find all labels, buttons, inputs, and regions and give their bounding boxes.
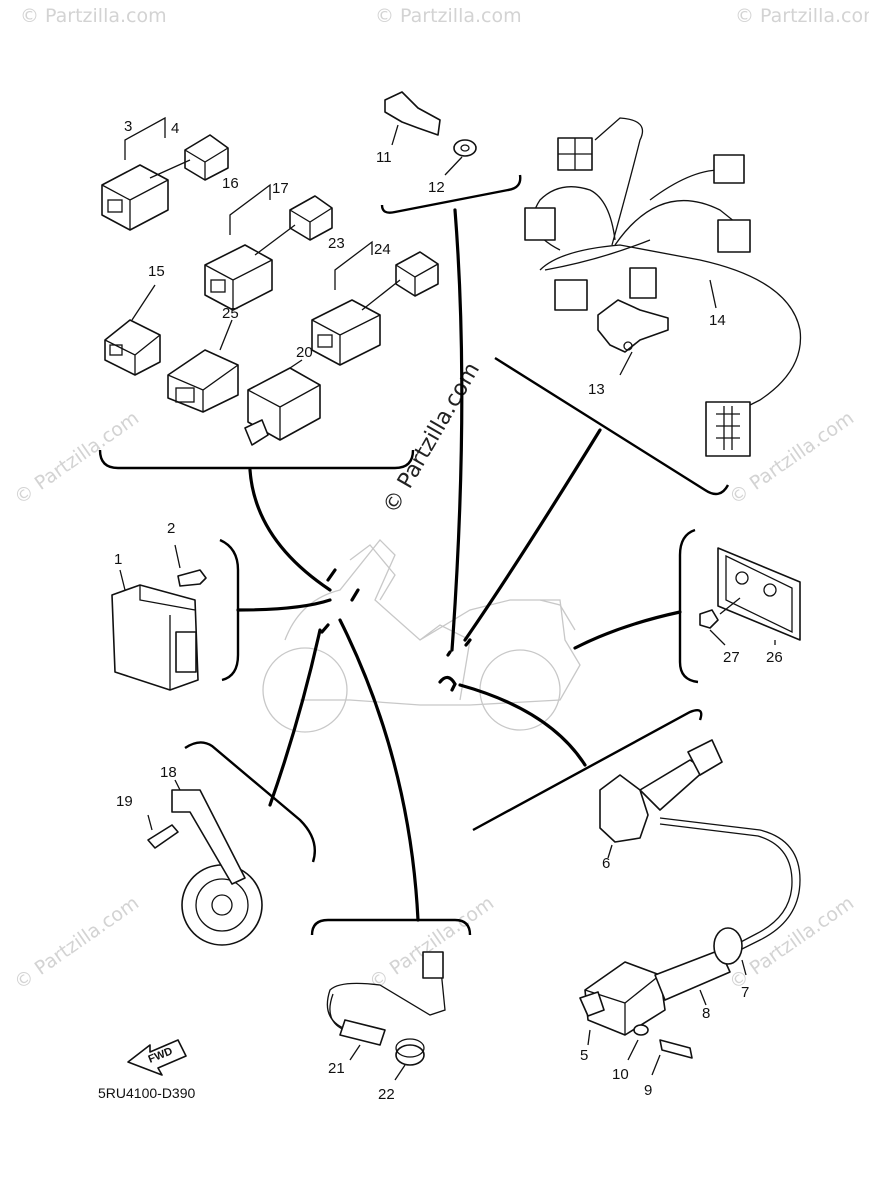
- harness-connector-c: [524, 207, 556, 241]
- bolt-19: [147, 824, 179, 849]
- callout-9: 9: [644, 1082, 652, 1099]
- connector-17: [289, 195, 333, 241]
- wire-harness-group: [494, 117, 802, 496]
- callout-27: 27: [723, 649, 740, 666]
- callout-16: 16: [222, 175, 239, 192]
- bike-mount-marks: [320, 568, 360, 634]
- watermark-center: © Partzilla.com: [379, 358, 486, 518]
- bolt-2: [177, 569, 207, 587]
- callout-labels: 3 4 16 17 23 24 15 25 20 11 12 14 13 2 1…: [114, 118, 783, 1103]
- leader-lines: [236, 208, 682, 922]
- callout-21: 21: [328, 1060, 345, 1077]
- sensor-11: [384, 91, 441, 136]
- harness-connector-e: [554, 279, 588, 311]
- grommet-7: [713, 927, 743, 965]
- washer-12: [453, 139, 477, 157]
- bolt-9: [659, 1039, 693, 1059]
- callout-2: 2: [167, 520, 175, 537]
- callout-23: 23: [328, 235, 345, 252]
- plug-cap-6: [599, 774, 649, 843]
- plug-cap-top: [687, 739, 723, 776]
- leader-reflector: [573, 610, 682, 650]
- reflector-26: [717, 547, 801, 641]
- callout-4: 4: [171, 120, 179, 137]
- callout-8: 8: [702, 1005, 710, 1022]
- callout-20: 20: [296, 344, 313, 361]
- callout-14: 14: [709, 312, 726, 329]
- callout-6: 6: [602, 855, 610, 872]
- callout-15: 15: [148, 263, 165, 280]
- washer-10: [633, 1024, 649, 1036]
- watermark-layer: © Partzilla.com © Partzilla.com © Partzi…: [10, 5, 869, 994]
- callout-22: 22: [378, 1086, 395, 1103]
- ignition-group: [472, 709, 801, 1076]
- bike-mount-marks-3: [438, 675, 457, 692]
- nut-27: [699, 609, 719, 629]
- callout-3: 3: [124, 118, 132, 135]
- callout-18: 18: [160, 764, 177, 781]
- leader-leadwire: [338, 618, 420, 922]
- diagram-code: 5RU4100-D390: [98, 1085, 195, 1101]
- harness-connector-f: [629, 267, 657, 299]
- sensor-group: [380, 91, 522, 214]
- fwd-arrow: FWD: [127, 1039, 187, 1076]
- callout-7: 7: [741, 984, 749, 1001]
- harness-connector-b: [713, 154, 745, 184]
- horn-bracket: [171, 789, 246, 885]
- high-tension-cord-8: [654, 949, 731, 1001]
- harness-connector-d: [717, 219, 751, 253]
- motorcycle-outline: [262, 539, 581, 733]
- lead-wire-group: [310, 918, 472, 1081]
- callout-19: 19: [116, 793, 133, 810]
- connector-4: [184, 134, 229, 181]
- horn-group: [147, 741, 317, 946]
- watermark-top-center: © Partzilla.com: [375, 5, 522, 27]
- callout-5: 5: [580, 1047, 588, 1064]
- reflector-group: [678, 528, 801, 684]
- cdi-connector: [175, 631, 197, 673]
- watermark-bottom-left: © Partzilla.com: [10, 892, 143, 994]
- callout-25: 25: [222, 305, 239, 322]
- collar-22: [395, 1044, 425, 1066]
- harness-main-connector: [705, 401, 751, 457]
- callout-11: 11: [376, 149, 392, 166]
- connector-group-box: [98, 116, 439, 470]
- watermark-left: © Partzilla.com: [10, 407, 143, 509]
- sensor-13: [597, 299, 669, 353]
- coupler-21: [422, 951, 444, 979]
- callout-24: 24: [374, 241, 391, 258]
- terminal-21: [339, 1019, 386, 1046]
- watermark-top-left: © Partzilla.com: [20, 5, 167, 27]
- bike-mount-marks-2: [446, 638, 472, 657]
- callout-13: 13: [588, 381, 605, 398]
- callout-12: 12: [428, 179, 445, 196]
- leader-relays: [248, 468, 332, 592]
- callout-10: 10: [612, 1066, 629, 1083]
- callout-26: 26: [766, 649, 783, 666]
- leader-cdi: [236, 598, 332, 612]
- leader-ignition: [458, 683, 587, 767]
- relay-15: [104, 319, 161, 376]
- connector-25: [167, 349, 239, 413]
- leader-harness: [463, 428, 602, 642]
- watermark-top-right: © Partzilla.com: [735, 5, 869, 27]
- leader-sensor: [450, 208, 464, 652]
- leader-horn: [268, 628, 322, 807]
- callout-17: 17: [272, 180, 289, 197]
- callout-1: 1: [114, 551, 122, 568]
- connector-24: [395, 251, 439, 297]
- horn-18: [181, 864, 263, 946]
- watermark-bottom-right: © Partzilla.com: [725, 892, 858, 994]
- cdi-group: [111, 538, 240, 691]
- ignition-coil-5: [584, 961, 666, 1036]
